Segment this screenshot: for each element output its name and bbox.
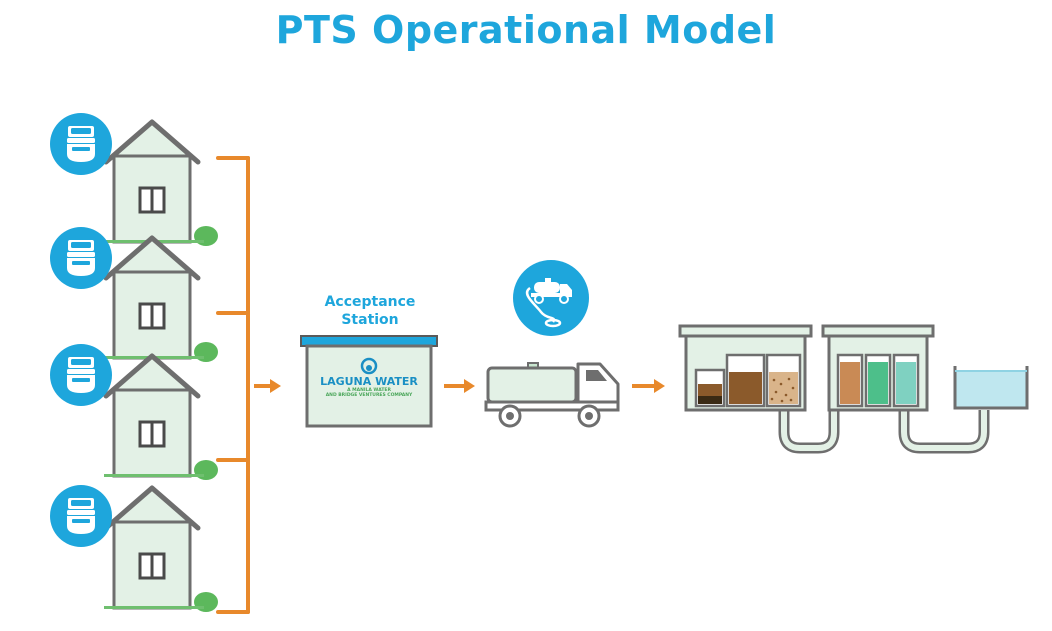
flow-arrow-1 — [254, 379, 281, 393]
household-4 — [50, 485, 218, 612]
toilet-icon — [50, 227, 112, 289]
house-icon — [104, 122, 218, 246]
laguna-water-logo: LAGUNA WATER A MANILA WATER AND BRIDGE V… — [320, 357, 418, 398]
house-icon — [104, 356, 218, 480]
flow-arrow-2 — [444, 379, 475, 393]
toilet-icon — [50, 113, 112, 175]
flow-arrow-3 — [632, 379, 665, 393]
toilet-icon — [50, 485, 112, 547]
station-label-line2: Station — [341, 312, 398, 328]
desludging-truck-icon — [513, 260, 589, 336]
vacuum-truck-icon — [484, 362, 620, 428]
brand-name: LAGUNA WATER — [320, 375, 418, 388]
page-title: PTS Operational Model — [275, 8, 777, 52]
toilet-icon — [50, 344, 112, 406]
station-label-line1: Acceptance — [325, 294, 416, 310]
household-1 — [50, 113, 218, 246]
water-pool-icon — [953, 366, 1029, 410]
brand-subtitle-1: A MANILA WATER — [347, 387, 391, 393]
house-icon — [104, 488, 218, 612]
treatment-plant-icon — [678, 324, 1029, 454]
household-3 — [50, 344, 218, 480]
collection-bracket — [216, 156, 250, 614]
acceptance-station: Acceptance Station LAGUNA WATER A MANILA… — [300, 294, 438, 428]
household-2 — [50, 227, 218, 362]
brand-subtitle-2: AND BRIDGE VENTURES COMPANY — [326, 392, 413, 398]
house-icon — [104, 238, 218, 362]
